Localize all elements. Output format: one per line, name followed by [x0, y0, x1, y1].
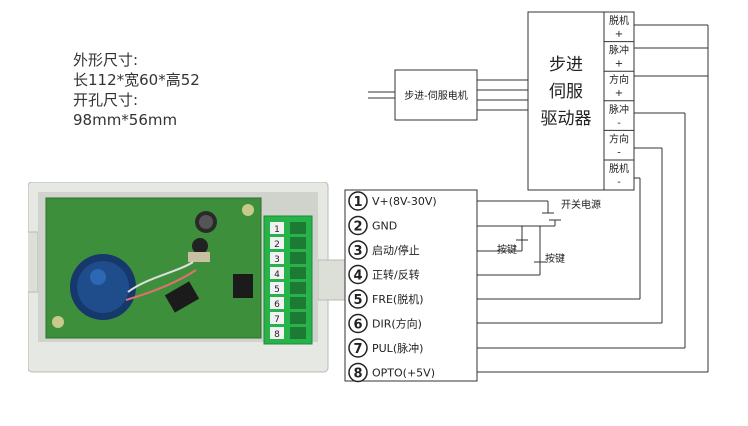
- terminal-number: 3: [353, 244, 362, 259]
- board-pin: [270, 237, 284, 249]
- switch-power-label: 开关电源: [561, 198, 601, 211]
- terminal-number-circle: [348, 338, 368, 358]
- board-pin-number: 6: [274, 300, 280, 310]
- terminal-number: 2: [353, 220, 362, 235]
- driver-box: [527, 11, 605, 191]
- terminal-label: PUL(脉冲): [372, 341, 423, 355]
- board-pin: [270, 297, 284, 309]
- driver-terminal-sign: -: [617, 177, 621, 188]
- driver-terminal-name: 脱机: [609, 14, 629, 27]
- terminal-number-circle: [348, 313, 368, 334]
- driver-terminal-sign: -: [617, 118, 621, 129]
- board-pin: [270, 282, 284, 294]
- terminal-number: 1: [353, 195, 362, 210]
- screw-terminal: [290, 267, 306, 279]
- controller-board-image: 1 2 3 4 5 6 7 8: [28, 182, 348, 373]
- hole-label: 开孔尺寸:: [73, 91, 139, 109]
- terminal-label: 启动/停止: [372, 243, 420, 257]
- driver-terminal-sign: -: [617, 147, 621, 158]
- size-label: 外形尺寸:: [73, 51, 139, 69]
- terminal-number-circle: [348, 264, 368, 285]
- motor-box: [394, 69, 478, 121]
- mount-hole: [242, 204, 254, 216]
- crystal: [188, 252, 210, 262]
- driver-terminal-sign: +: [615, 29, 623, 40]
- terminal-label: GND: [372, 220, 397, 233]
- board-pin-number: 4: [274, 270, 280, 280]
- board-pin: [270, 267, 284, 279]
- dimension-info: 外形尺寸: 长112*宽60*高52 开孔尺寸: 98mm*56mm: [73, 50, 200, 130]
- terminal-number-circle: [348, 240, 368, 260]
- driver-terminal-name: 方向: [609, 132, 629, 145]
- driver-terminal-name: 方向: [609, 73, 629, 86]
- size-value: 长112*宽60*高52: [73, 71, 200, 89]
- mount-hole: [52, 316, 64, 328]
- driver-title-3: 驱动器: [541, 109, 592, 129]
- ic-chip: [233, 274, 253, 298]
- button-label-1: 按键: [497, 243, 517, 256]
- board-pin-number: 8: [274, 330, 280, 340]
- terminal-number-circle: [348, 191, 368, 211]
- screw-terminal: [290, 312, 306, 324]
- terminal-number-circle: [348, 362, 368, 383]
- terminal-number: 8: [353, 367, 362, 382]
- screw-terminal: [290, 297, 306, 309]
- terminal-number: 7: [353, 342, 362, 357]
- board-pin-number: 3: [274, 255, 280, 265]
- driver-terminal-name: 脱机: [609, 162, 629, 175]
- terminal-label: OPTO(+5V): [372, 367, 435, 380]
- button-label-2: 按键: [545, 252, 565, 265]
- terminal-number-circle: [348, 215, 368, 236]
- screw-terminal: [290, 222, 306, 234]
- driver-terminal-sign: +: [615, 59, 623, 70]
- board-pin-number: 1: [274, 225, 280, 235]
- driver-terminal-name: 脉冲: [609, 103, 629, 116]
- terminal-label: DIR(方向): [372, 317, 422, 331]
- terminal-label: 正转/反转: [372, 268, 420, 282]
- terminal-number: 4: [353, 269, 362, 284]
- terminal-label: V+(8V-30V): [372, 195, 437, 208]
- terminal-number: 6: [353, 318, 362, 333]
- board-pin: [270, 222, 284, 234]
- screw-terminal: [290, 237, 306, 249]
- board-pin: [270, 252, 284, 264]
- board-pin: [270, 312, 284, 324]
- hole-value: 98mm*56mm: [73, 111, 178, 129]
- ic-chip: [164, 281, 200, 313]
- board-pin: [270, 327, 284, 339]
- driver-title-1: 步进: [549, 55, 583, 75]
- terminal-number-circle: [348, 289, 368, 309]
- screw-terminal: [290, 327, 306, 339]
- screw-terminal: [290, 282, 306, 294]
- terminal-label: FRE(脱机): [372, 292, 424, 306]
- driver-terminal-name: 脉冲: [609, 44, 629, 57]
- capacitor: [192, 238, 208, 254]
- driver-terminal-sign: +: [615, 88, 623, 99]
- board-pin-number: 5: [274, 285, 280, 295]
- terminal-number: 5: [353, 293, 362, 308]
- motor-label: 步进-伺服电机: [404, 89, 468, 102]
- board-pin-number: 7: [274, 315, 280, 325]
- driver-title-2: 伺服: [549, 82, 583, 102]
- screw-terminal: [290, 252, 306, 264]
- board-pin-number: 2: [274, 240, 280, 250]
